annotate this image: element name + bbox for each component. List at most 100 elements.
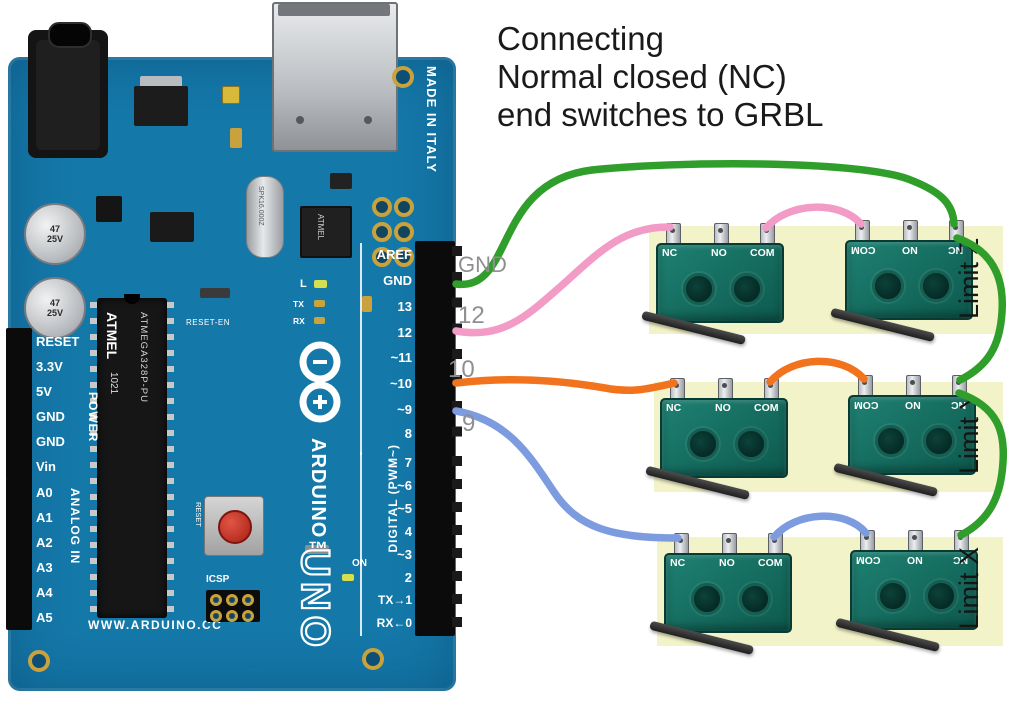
capacitor: 47 25V [24,277,86,339]
made-in-italy-label: MADE IN ITALY [424,66,439,173]
icsp-pin [226,610,238,622]
led-rx-label: RX [293,316,305,326]
pin-label-vin: Vin [36,459,56,474]
capacitor-voltage: 25V [46,308,63,318]
switch-hole [683,273,715,305]
crystal-oscillator [246,176,284,258]
switch-hole [739,583,771,615]
terminal-label-com: COM [750,247,775,259]
capacitor-voltage: 25V [46,234,63,244]
power-section-label: POWER [86,392,100,443]
capacitor-value: 47 [49,224,60,234]
smd-capacitor [222,86,240,104]
resistor-pack [200,288,230,298]
voltage-regulator [134,86,188,126]
switch-body: COM NO NC [845,240,973,320]
smd-component [330,173,352,189]
usb-connector [272,2,398,152]
switch-body: COM NO NC [848,395,976,475]
switch-hole [735,428,767,460]
switch-hole [925,580,957,612]
pin-label-a0: A0 [36,485,53,500]
dc-power-jack-face [36,40,100,150]
icsp2-pad [394,222,414,242]
power-header [6,328,32,480]
analog-section-label: ANALOG IN [68,488,82,565]
switch-body: NC NO COM [656,243,784,323]
wire-green-y-to-x [955,389,1008,539]
mcu-pins-right [166,302,174,616]
arduino-logo [299,341,341,423]
pin-label-5: ~5 [397,501,412,516]
pin-label-gnd: GND [383,273,412,288]
pin-label-a3: A3 [36,560,53,575]
mcu-pins-left [90,302,98,616]
terminal-no [714,223,729,249]
capacitor-value: 47 [49,298,60,308]
arduino-model: UNO [292,547,338,653]
usb-connector-opening [278,4,390,16]
switch-hole [877,580,909,612]
terminal-label-com: COM [754,402,779,414]
wire-gnd-green [452,160,958,288]
pin-label-8: 8 [404,426,412,441]
icsp2-pad [394,197,414,217]
switch-hole [872,270,904,302]
mcu-lot: 1021 [108,372,119,395]
mcu-notch [124,294,140,304]
wire-pin9-blue [452,407,682,542]
title-line-1: Connecting [497,20,664,57]
pin-label-5v: 5V [36,384,52,399]
crystal-marking: SPK16.000Z [257,186,264,226]
website-label: WWW.ARDUINO.CC [88,618,223,632]
pin-label-gnd2: GND [36,434,65,449]
smd-component [362,296,372,312]
digital-header-top-pins [452,246,462,452]
icsp2-pad [394,247,414,267]
title-line-2: Normal closed (NC) [497,58,787,95]
mounting-hole [362,648,384,670]
pin-label-10: ~10 [389,376,412,391]
diagram-title: Connecting Normal closed (NC) end switch… [497,20,824,134]
pin-label-9: ~9 [397,402,412,417]
pin-label-gnd1: GND [36,409,65,424]
regulator-tab [140,76,182,88]
icsp-pin [242,610,254,622]
pin-label-11: ~11 [390,350,412,365]
digital-header-bottom-pins [452,456,462,632]
terminal-label-no: NO [711,247,727,259]
pin-label-7: 7 [404,455,412,470]
usb-dimple-right [364,116,372,124]
led-rx [314,317,325,324]
switch-body: NC NO COM [660,398,788,478]
mounting-hole [28,650,50,672]
switch-body: NC NO COM [664,553,792,633]
analog-header [6,478,32,630]
icsp-pin [242,594,254,606]
led-l-label: L [300,278,307,290]
limit-x-switch-right: COM NO NC [835,530,978,653]
icsp2-pad [372,247,392,267]
switch-hole [920,270,952,302]
wire-jumper-z-pink [762,203,865,232]
wire-green-z-to-y [953,234,1007,384]
reset-button-label: RESET [194,502,203,528]
on-label: ON [352,558,367,569]
limit-y-switch-right: COM NO NC [833,375,976,498]
mcu-chip [97,298,167,618]
terminal-label-nc: NC [662,247,678,259]
mounting-hole [392,66,414,88]
terminal-no [908,530,923,556]
terminal-label-com: COM [758,557,783,569]
switch-body: COM NO NC [850,550,978,630]
reset-en-label: RESET-EN [186,318,231,327]
icsp-pin [226,594,238,606]
pin-label-aref: AREF [376,247,412,262]
wire-jumper-x-blue [770,512,870,541]
wire-jumper-y-orange [766,357,868,386]
switch-hole [687,428,719,460]
silkscreen-line [360,243,362,455]
limit-z-switch-right: COM NO NC [830,220,973,343]
led-l [314,280,327,288]
